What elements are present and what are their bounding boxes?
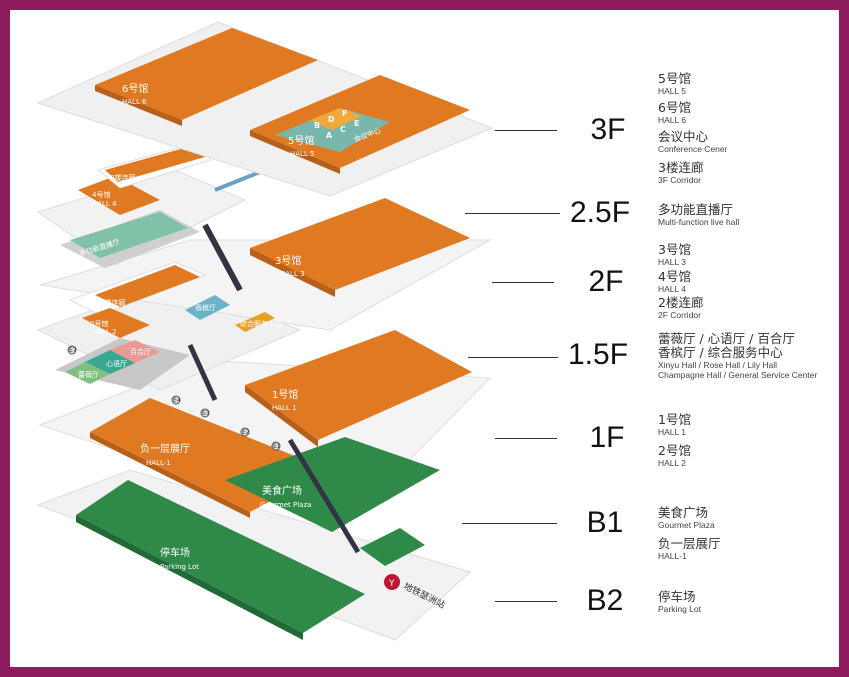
hall-4[interactable]	[78, 176, 160, 215]
parking-lot-right[interactable]	[360, 528, 425, 566]
leader-1f	[495, 438, 557, 439]
room-champagne-label: 香槟厅	[195, 303, 216, 312]
floor-label-1-5f: 1.5F	[567, 338, 629, 371]
conf-room-e: E	[354, 119, 359, 128]
hall-1-label: 1号馆	[272, 388, 298, 401]
metro-icon	[384, 574, 400, 590]
hall-6[interactable]	[95, 28, 318, 120]
room-xinyu[interactable]	[65, 362, 110, 384]
hall-6-label-en: HALL 6	[122, 98, 147, 106]
conf-room-a: A	[326, 131, 333, 140]
metro-glyph: Y	[388, 579, 395, 589]
entrance-e4: E4	[173, 397, 181, 404]
corridor-2f-label: 2楼连廊	[100, 298, 125, 307]
leader-2-5f	[465, 213, 560, 214]
escalator-b1	[287, 438, 361, 554]
room-lily[interactable]	[110, 340, 160, 363]
room-lily-label: 百合厅	[130, 347, 151, 356]
walkway	[214, 168, 266, 192]
conf-room-c: C	[340, 125, 346, 134]
hall-2-label: 2号馆	[90, 319, 108, 328]
conference-center[interactable]	[275, 108, 390, 152]
corridor-3f-label: 3楼连廊	[110, 173, 135, 182]
room-rose-label: 心语厅	[106, 359, 127, 368]
floor-label-b1: B1	[586, 506, 624, 539]
leader-1-5f	[468, 357, 558, 358]
entrance-e1: E1	[273, 443, 281, 450]
floor-label-2-5f: 2.5F	[569, 196, 631, 229]
conf-room-b: B	[314, 121, 320, 130]
hall-3-label-en: HALL 3	[280, 270, 305, 278]
entrance-e3: E3	[202, 410, 210, 417]
floor-label-3f: 3F	[590, 113, 626, 146]
hall-4-label-en: HALL 4	[92, 200, 117, 208]
parking-lot[interactable]	[76, 480, 365, 633]
parking-label: 停车场	[160, 546, 190, 559]
entrance-e2: E2	[242, 429, 250, 436]
leader-b2	[495, 601, 557, 602]
gourmet-label: 美食广场	[262, 484, 302, 497]
floor-label-b2: B2	[586, 584, 624, 617]
leader-b1	[462, 523, 557, 524]
hall-2-label-en: HALL 2	[92, 328, 117, 336]
gourmet-label-en: Gourmet Plaza	[260, 501, 311, 509]
hall-b1-label: 负一层展厅	[140, 442, 190, 455]
conf-room-f: F	[342, 109, 347, 118]
service-center[interactable]	[235, 312, 275, 332]
hall-5-label: 5号馆	[288, 134, 314, 147]
room-xinyu-label: 蕾薇厅	[78, 370, 99, 379]
hall-b1-label-en: HALL-1	[146, 459, 171, 467]
hall-5-label-en: HALL 5	[290, 150, 315, 158]
room-champagne[interactable]	[185, 295, 230, 320]
hall-1[interactable]	[245, 330, 472, 440]
hall-4-label: 4号馆	[92, 190, 110, 199]
hall-1-label-en: HALL 1	[272, 404, 297, 412]
conf-room-d: D	[328, 115, 335, 124]
hall-6-label: 6号馆	[122, 82, 148, 95]
entrance-e7: E7	[69, 347, 77, 354]
floor-label-2f: 2F	[588, 265, 624, 298]
parking-label-en: Parking Lot	[160, 563, 199, 571]
leader-2f	[492, 282, 554, 283]
escalator-lower	[187, 343, 218, 402]
floor-label-1f: 1F	[589, 421, 625, 454]
hall-3[interactable]	[250, 198, 470, 290]
leader-3f	[495, 130, 557, 131]
hall-2[interactable]	[82, 308, 150, 338]
hall-3-label: 3号馆	[275, 254, 301, 267]
service-center-label: 综合服务中心	[240, 319, 282, 328]
escalator-main	[202, 223, 243, 292]
gourmet-plaza[interactable]	[225, 437, 440, 532]
